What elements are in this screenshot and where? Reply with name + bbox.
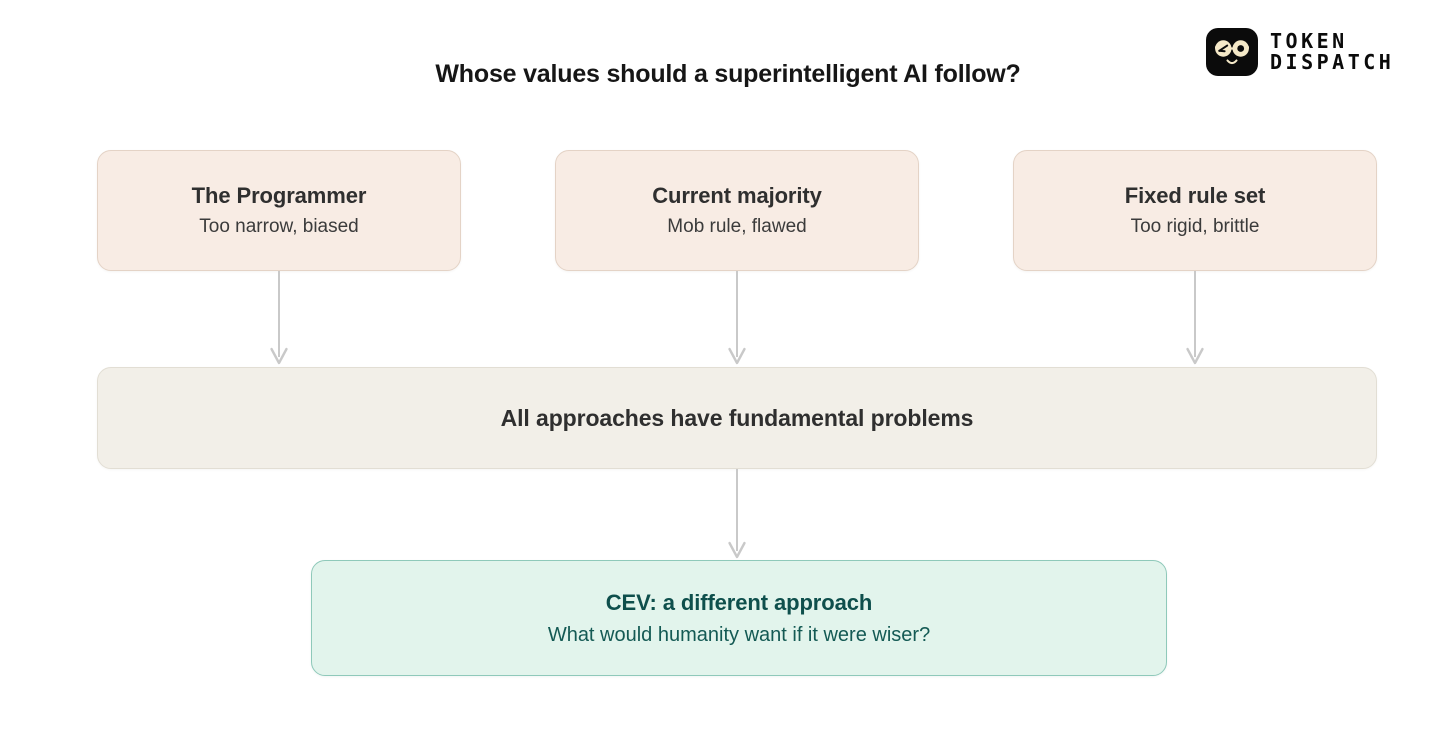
- page-title: Whose values should a superintelligent A…: [435, 60, 1021, 88]
- node-title: Current majority: [652, 183, 822, 208]
- node-the-programmer[interactable]: The Programmer Too narrow, biased: [97, 150, 461, 271]
- node-title: Fixed rule set: [1124, 183, 1266, 208]
- brand-wordmark: TOKEN DISPATCH: [1270, 28, 1395, 74]
- connector-ruleset-to-summary: [1180, 271, 1210, 367]
- node-subtitle: What would humanity want if it were wise…: [547, 623, 931, 646]
- connector-summary-to-outcome: [722, 469, 752, 561]
- node-current-majority[interactable]: Current majority Mob rule, flawed: [555, 150, 919, 271]
- token-dispatch-mark: [1206, 28, 1258, 76]
- connector-majority-to-summary: [722, 271, 752, 367]
- node-title: All approaches have fundamental problems: [500, 404, 974, 431]
- brand-logo[interactable]: TOKEN DISPATCH: [1206, 28, 1394, 76]
- node-title: The Programmer: [191, 183, 367, 208]
- node-fixed-rule-set[interactable]: Fixed rule set Too rigid, brittle: [1013, 150, 1377, 271]
- node-cev-a-different-approach[interactable]: CEV: a different approach What would hum…: [311, 560, 1167, 676]
- node-subtitle: Too narrow, biased: [199, 216, 359, 237]
- node-subtitle: Too rigid, brittle: [1130, 216, 1260, 237]
- node-all-approaches-have-fundamental-problems[interactable]: All approaches have fundamental problems: [97, 367, 1377, 469]
- brand-wordmark-line1: TOKEN: [1270, 28, 1348, 53]
- node-subtitle: Mob rule, flawed: [667, 216, 807, 237]
- connector-programmer-to-summary: [264, 271, 294, 367]
- node-title: CEV: a different approach: [605, 589, 873, 615]
- winking-face-with-glasses-icon: [1215, 40, 1249, 65]
- brand-wordmark-line2: DISPATCH: [1270, 50, 1395, 74]
